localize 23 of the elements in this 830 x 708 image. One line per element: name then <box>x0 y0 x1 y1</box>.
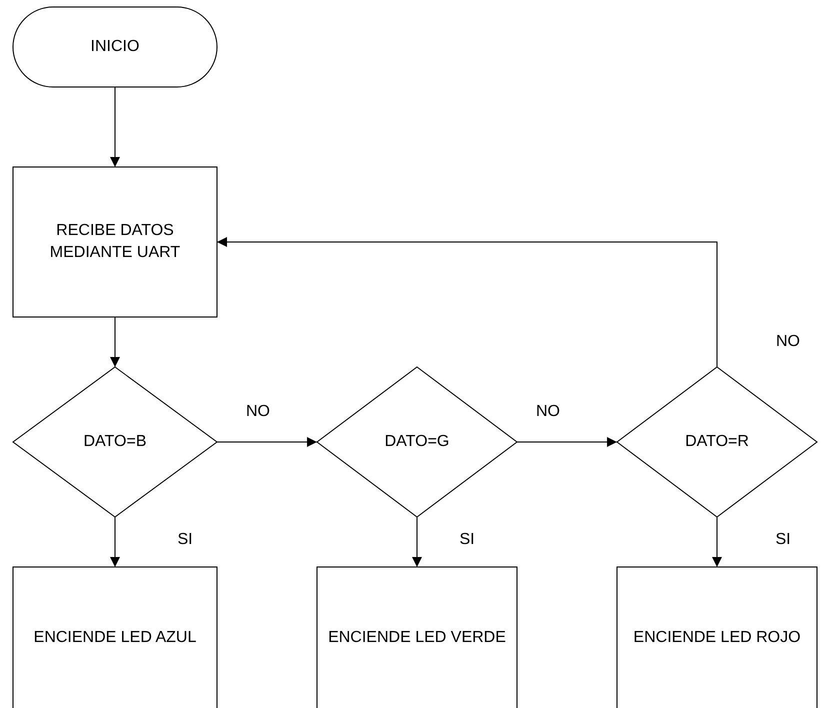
node-text: ENCIENDE LED ROJO <box>633 628 801 648</box>
arrow <box>110 316 120 368</box>
process-box <box>12 166 218 318</box>
arrow <box>110 516 120 568</box>
arrow <box>216 437 318 447</box>
arrow <box>712 516 722 568</box>
node-text: ENCIENDE LED VERDE <box>328 628 506 648</box>
arrow <box>110 86 120 168</box>
node-text: ENCIENDE LED AZUL <box>34 628 196 648</box>
arrow <box>516 437 618 447</box>
arrow <box>412 516 422 568</box>
process-box <box>616 566 818 708</box>
node-text: DATO=R <box>685 432 749 452</box>
decision-diamond <box>316 366 518 518</box>
decision-diamond <box>12 366 218 518</box>
process-box <box>316 566 518 708</box>
node-text: RECIBE DATOS MEDIANTE UART <box>48 221 182 263</box>
process-box <box>12 566 218 708</box>
arrow <box>216 237 718 368</box>
node-text: INICIO <box>90 37 140 57</box>
decision-diamond <box>616 366 818 518</box>
node-text: DATO=B <box>84 432 146 452</box>
node-text: DATO=G <box>384 432 450 452</box>
